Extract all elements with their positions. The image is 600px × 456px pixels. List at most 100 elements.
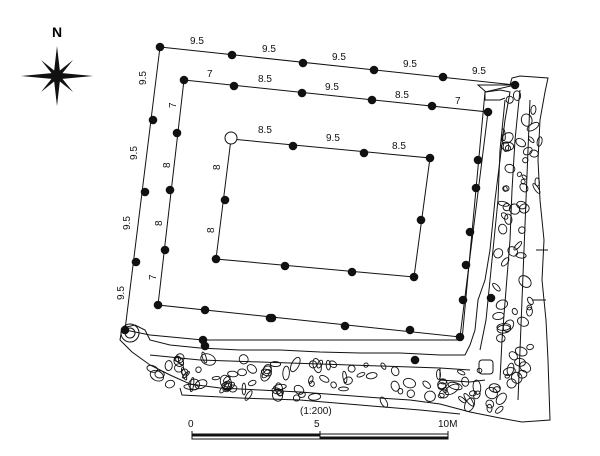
stone xyxy=(365,372,378,380)
stone xyxy=(505,95,514,104)
outer-top-label-4: 9.5 xyxy=(403,59,417,70)
inner-top-label-3: 8.5 xyxy=(392,141,406,152)
stone xyxy=(495,392,507,405)
stone xyxy=(277,388,284,397)
stone xyxy=(308,375,314,385)
stone xyxy=(530,104,537,115)
stone xyxy=(211,375,221,381)
stone xyxy=(518,226,526,234)
inner-left-label-2: 8 xyxy=(206,227,217,233)
stone xyxy=(406,389,415,398)
stone xyxy=(526,343,534,351)
stone xyxy=(177,356,185,367)
stone xyxy=(237,368,247,377)
stone xyxy=(343,376,353,385)
middle-left-label-4: 7 xyxy=(148,274,159,280)
post-hole xyxy=(455,332,465,342)
middle-top-label-1: 7 xyxy=(207,69,213,80)
post-hole xyxy=(369,65,379,75)
post-hole xyxy=(172,128,182,138)
stone xyxy=(319,375,330,383)
post-hole xyxy=(280,261,290,271)
post-holes xyxy=(120,42,520,365)
stone xyxy=(269,361,282,368)
stone xyxy=(164,379,176,389)
stone xyxy=(379,396,389,408)
stone xyxy=(495,405,504,414)
stone xyxy=(436,369,441,380)
post-hole xyxy=(160,245,170,255)
stone xyxy=(282,365,290,381)
stone xyxy=(527,296,534,306)
post-hole xyxy=(211,254,221,264)
compass-star-icon xyxy=(21,46,93,106)
stone xyxy=(529,149,539,158)
stone xyxy=(201,351,208,364)
post-hole xyxy=(148,115,158,125)
stone xyxy=(298,391,306,398)
post-hole xyxy=(438,72,448,82)
inner-top-label-1: 8.5 xyxy=(258,125,272,136)
stone xyxy=(516,200,527,210)
stone xyxy=(506,378,517,389)
post-hole xyxy=(425,153,435,163)
stone xyxy=(422,380,431,389)
stone xyxy=(526,306,533,317)
stone xyxy=(502,367,516,376)
stone xyxy=(241,382,247,396)
post-hole xyxy=(410,355,420,365)
post-hole xyxy=(153,300,163,310)
stone xyxy=(456,369,466,376)
stone xyxy=(293,384,305,395)
inner-post-ring xyxy=(215,131,431,278)
post-hole xyxy=(510,80,520,90)
stone xyxy=(488,383,501,393)
stone xyxy=(493,248,504,259)
post-hole xyxy=(227,50,237,60)
stone xyxy=(515,137,526,148)
inner-top-label-2: 9.5 xyxy=(326,133,340,144)
middle-span-labels: 7 8.5 9.5 8.5 7 7 8 8 7 xyxy=(148,69,461,280)
stone xyxy=(200,353,216,366)
stone xyxy=(439,378,448,385)
stone xyxy=(496,324,511,334)
stone xyxy=(516,171,522,177)
stone xyxy=(501,132,514,144)
stone xyxy=(330,381,337,389)
stone xyxy=(397,387,404,395)
stone xyxy=(308,380,315,387)
stone xyxy=(447,381,463,391)
stone xyxy=(260,365,272,382)
outer-left-label-4: 9.5 xyxy=(116,286,127,300)
stone xyxy=(468,390,477,397)
stone xyxy=(492,311,505,321)
stone xyxy=(363,362,369,368)
post-hole xyxy=(458,295,468,305)
post-hole xyxy=(200,305,210,315)
stone xyxy=(154,370,165,379)
middle-post-ring xyxy=(157,79,489,338)
stone xyxy=(518,275,532,288)
post-hole xyxy=(473,155,483,165)
stone xyxy=(174,363,185,373)
stone xyxy=(390,380,400,392)
stone xyxy=(227,370,239,378)
stone xyxy=(261,368,271,379)
stone xyxy=(504,213,513,225)
stone xyxy=(338,386,349,392)
stone xyxy=(534,177,540,187)
stone xyxy=(164,360,173,372)
post-hole xyxy=(140,187,150,197)
outer-platform-outline xyxy=(119,75,551,423)
post-hole xyxy=(298,58,308,68)
stone xyxy=(437,392,445,399)
stone xyxy=(528,136,535,144)
stone xyxy=(182,371,190,379)
scale-ratio: (1:200) xyxy=(300,406,332,417)
stone xyxy=(514,346,528,357)
scale-tick-10: 10M xyxy=(438,419,457,430)
post-hole xyxy=(405,325,415,335)
outer-left-label-3: 9.5 xyxy=(122,216,133,230)
stone xyxy=(390,366,400,377)
